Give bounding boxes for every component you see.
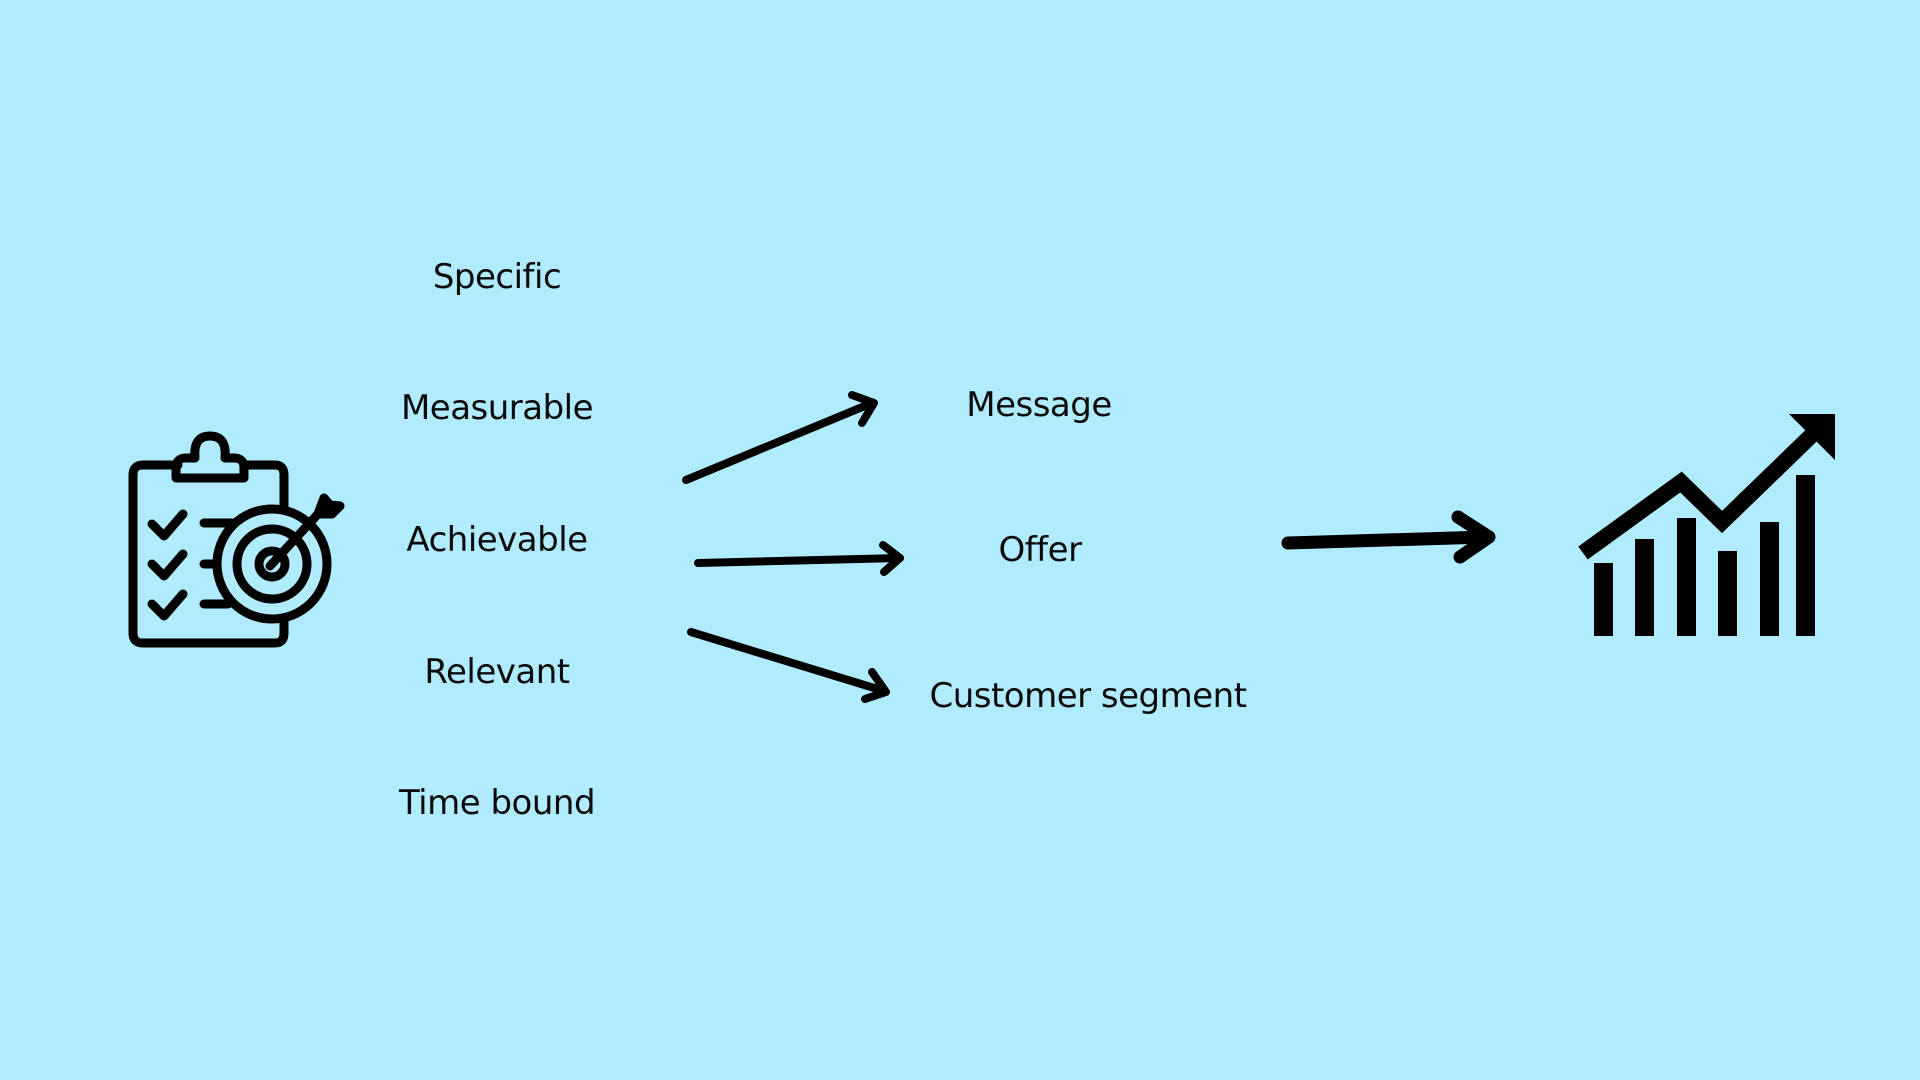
- target-outer-ring: [212, 504, 332, 624]
- growth-chart-icon: [1578, 414, 1835, 636]
- trend-line: [1578, 426, 1821, 560]
- component-message: Message: [966, 385, 1112, 425]
- target-middle-ring: [232, 524, 312, 604]
- arrow-to-offer-icon: [694, 541, 904, 576]
- clipboard-clip: [171, 431, 249, 483]
- check-icon-3: [147, 589, 188, 621]
- chart-bar-3: [1677, 518, 1696, 636]
- criterion-relevant: Relevant: [424, 652, 570, 692]
- chart-bar-1: [1594, 563, 1613, 636]
- chart-bar-4: [1718, 551, 1737, 636]
- clipboard-outline: [128, 460, 289, 648]
- check-icon-1: [147, 509, 188, 541]
- criterion-specific: Specific: [432, 257, 562, 297]
- chart-bar-2: [1635, 539, 1654, 636]
- check-icon-2: [147, 549, 188, 581]
- criterion-measurable: Measurable: [400, 388, 594, 428]
- component-customer-segment: Customer segment: [929, 676, 1247, 716]
- chart-bar-6: [1796, 475, 1815, 636]
- chart-bar-5: [1760, 522, 1779, 636]
- trend-arrowhead: [1789, 414, 1835, 460]
- target-inner-ring: [254, 546, 290, 582]
- criterion-time-bound: Time bound: [398, 783, 596, 823]
- arrows: [682, 391, 904, 703]
- component-offer: Offer: [998, 530, 1082, 570]
- arrow-to-message-icon: [682, 391, 878, 484]
- clipboard-right-edge: [239, 460, 289, 513]
- arrow-to-customer-segment-icon: [687, 628, 890, 703]
- dart-fletching: [313, 493, 345, 519]
- arrow-to-results-icon: [1281, 510, 1496, 564]
- criterion-achievable: Achievable: [406, 520, 588, 560]
- clipboard-target-icon: [128, 431, 345, 648]
- dart-shaft: [265, 509, 323, 571]
